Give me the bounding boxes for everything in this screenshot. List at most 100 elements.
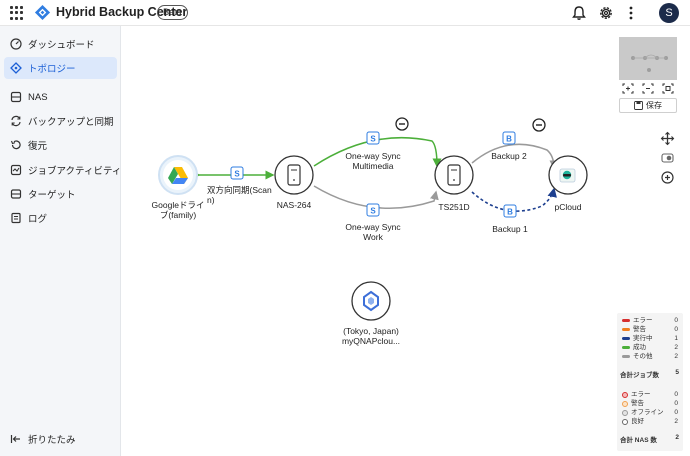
log-icon	[10, 212, 22, 224]
legend-row: 警告 0	[622, 325, 678, 334]
edge-badge-backup[interactable]	[503, 204, 517, 218]
legend-total-count: 5	[675, 369, 679, 376]
legend-row: 警告 0	[622, 399, 678, 408]
sidebar-item-label: トポロジー	[28, 64, 76, 75]
legend-label: 成功	[633, 344, 646, 351]
edge-badge-letter: S	[370, 207, 376, 216]
google-drive-icon	[168, 167, 188, 184]
zoom-in-map-icon[interactable]	[621, 82, 635, 95]
remove-job-button[interactable]	[532, 118, 546, 132]
edge-badge-backup[interactable]	[502, 131, 516, 145]
zoom-out-map-icon[interactable]	[641, 82, 655, 95]
remove-job-button[interactable]	[395, 117, 409, 131]
sidebar-item-target[interactable]: ターゲット	[4, 183, 117, 205]
top-bar: Hybrid Backup Center Beta S	[0, 0, 690, 26]
sidebar-item-label: NAS	[28, 91, 48, 103]
add-node-icon[interactable]	[660, 170, 675, 185]
legend-label: エラー	[633, 317, 653, 324]
edge-label-two-way: 双方向同期(Scan n)	[207, 185, 272, 205]
legend-count: 0	[674, 391, 678, 398]
fit-to-screen-icon[interactable]	[661, 82, 675, 95]
legend-row: エラー 0	[622, 390, 678, 399]
edge-label-backup1: Backup 1	[492, 224, 528, 234]
edge-label-line: Multimedia	[352, 161, 394, 171]
node-ts251d[interactable]	[434, 155, 474, 195]
node-label-line: Googleドライ	[151, 200, 205, 210]
node-label-myqnapcloud: (Tokyo, Japan) myQNAPclou...	[326, 326, 416, 346]
legend-count: 0	[674, 317, 678, 324]
edge-label-line: n)	[207, 195, 215, 205]
legend-total-label: 合計ジョブ数	[620, 372, 659, 379]
legend-count: 1	[674, 335, 678, 342]
target-icon	[10, 188, 22, 200]
edge-backup-1[interactable]	[471, 187, 557, 212]
edge-badge-sync[interactable]	[366, 203, 380, 217]
legend-label: エラー	[631, 391, 651, 398]
sidebar-item-topology[interactable]: トポロジー	[4, 57, 117, 79]
pcloud-icon	[559, 168, 576, 183]
edge-label-line: One-way Sync	[345, 151, 401, 161]
legend-dot	[622, 391, 628, 398]
nas-device-icon	[447, 164, 461, 186]
auto-layout-icon[interactable]	[660, 151, 675, 166]
legend-row: 実行中 1	[622, 334, 678, 343]
sync-icon	[10, 115, 22, 127]
legend-swatch	[622, 319, 630, 322]
sidebar-item-backup-sync[interactable]: バックアップと同期	[4, 110, 117, 132]
edge-label-multimedia: One-way Sync Multimedia	[338, 151, 408, 171]
sidebar-item-dashboard[interactable]: ダッシュボード	[4, 33, 117, 55]
edge-backup-2[interactable]	[471, 143, 559, 170]
node-label-pcloud: pCloud	[554, 202, 582, 212]
node-nas-264[interactable]	[274, 155, 314, 195]
apps-grid-icon[interactable]	[10, 6, 24, 20]
edge-one-way-multimedia[interactable]	[313, 136, 442, 168]
save-label: 保存	[646, 101, 662, 110]
edge-badge-sync[interactable]	[230, 166, 244, 180]
sidebar-item-job-activity[interactable]: ジョブアクティビティ	[4, 159, 121, 181]
topology-icon	[10, 62, 22, 74]
sidebar: ダッシュボード トポロジー NAS バックアップと同期 復元 ジョブアクティビテ…	[0, 26, 121, 456]
sidebar-item-nas[interactable]: NAS	[4, 86, 117, 108]
legend-row: その他 2	[622, 352, 678, 361]
legend-dot	[622, 409, 628, 416]
node-label-ts251d: TS251D	[438, 202, 470, 212]
sidebar-collapse-button[interactable]: 折りたたみ	[4, 428, 117, 450]
legend-count: 0	[674, 409, 678, 416]
save-layout-button[interactable]: 保存	[619, 98, 677, 113]
legend-label: 警告	[631, 400, 644, 407]
collapse-icon	[10, 433, 22, 445]
edge-badge-letter: S	[234, 170, 240, 179]
legend-total-count: 2	[675, 434, 679, 441]
status-legend: エラー 0 警告 0 実行中 1 成功 2 その他 2 合計ジョブ数 5	[617, 313, 683, 451]
gear-icon[interactable]	[597, 4, 615, 22]
sidebar-item-restore[interactable]: 復元	[4, 134, 117, 156]
topology-graph: S S S B B	[158, 117, 588, 321]
topology-canvas[interactable]: S S S B B Googleドライ ブ(family) NAS-264 TS…	[122, 26, 690, 456]
edge-badge-letter: S	[370, 135, 376, 144]
edge-label-line: 双方向同期(Scan	[207, 185, 272, 195]
legend-job-total: 合計ジョブ数 5	[620, 369, 679, 379]
hybrid-backup-logo-icon	[34, 4, 51, 21]
myqnapcloud-icon	[363, 290, 379, 312]
sidebar-item-label: ログ	[28, 214, 48, 225]
sidebar-item-label: ジョブアクティビティ	[28, 166, 122, 177]
nas-icon	[10, 91, 22, 103]
legend-label: オフライン	[631, 409, 664, 416]
restore-icon	[10, 139, 22, 151]
legend-label: 警告	[633, 326, 646, 333]
activity-icon	[10, 164, 22, 176]
legend-row: 良好 2	[622, 417, 678, 426]
bell-icon[interactable]	[570, 4, 588, 22]
legend-row: オフライン 0	[622, 408, 678, 417]
pan-move-icon[interactable]	[660, 131, 675, 146]
sidebar-item-log[interactable]: ログ	[4, 207, 117, 229]
legend-dot	[622, 418, 628, 425]
minimap[interactable]	[619, 37, 677, 80]
legend-swatch	[622, 355, 630, 358]
node-label-line: myQNAPclou...	[341, 336, 401, 346]
more-vert-icon[interactable]	[622, 4, 640, 22]
beta-badge: Beta	[157, 5, 188, 20]
legend-label: その他	[633, 353, 653, 360]
user-avatar[interactable]: S	[659, 3, 679, 23]
edge-badge-sync[interactable]	[366, 131, 380, 145]
